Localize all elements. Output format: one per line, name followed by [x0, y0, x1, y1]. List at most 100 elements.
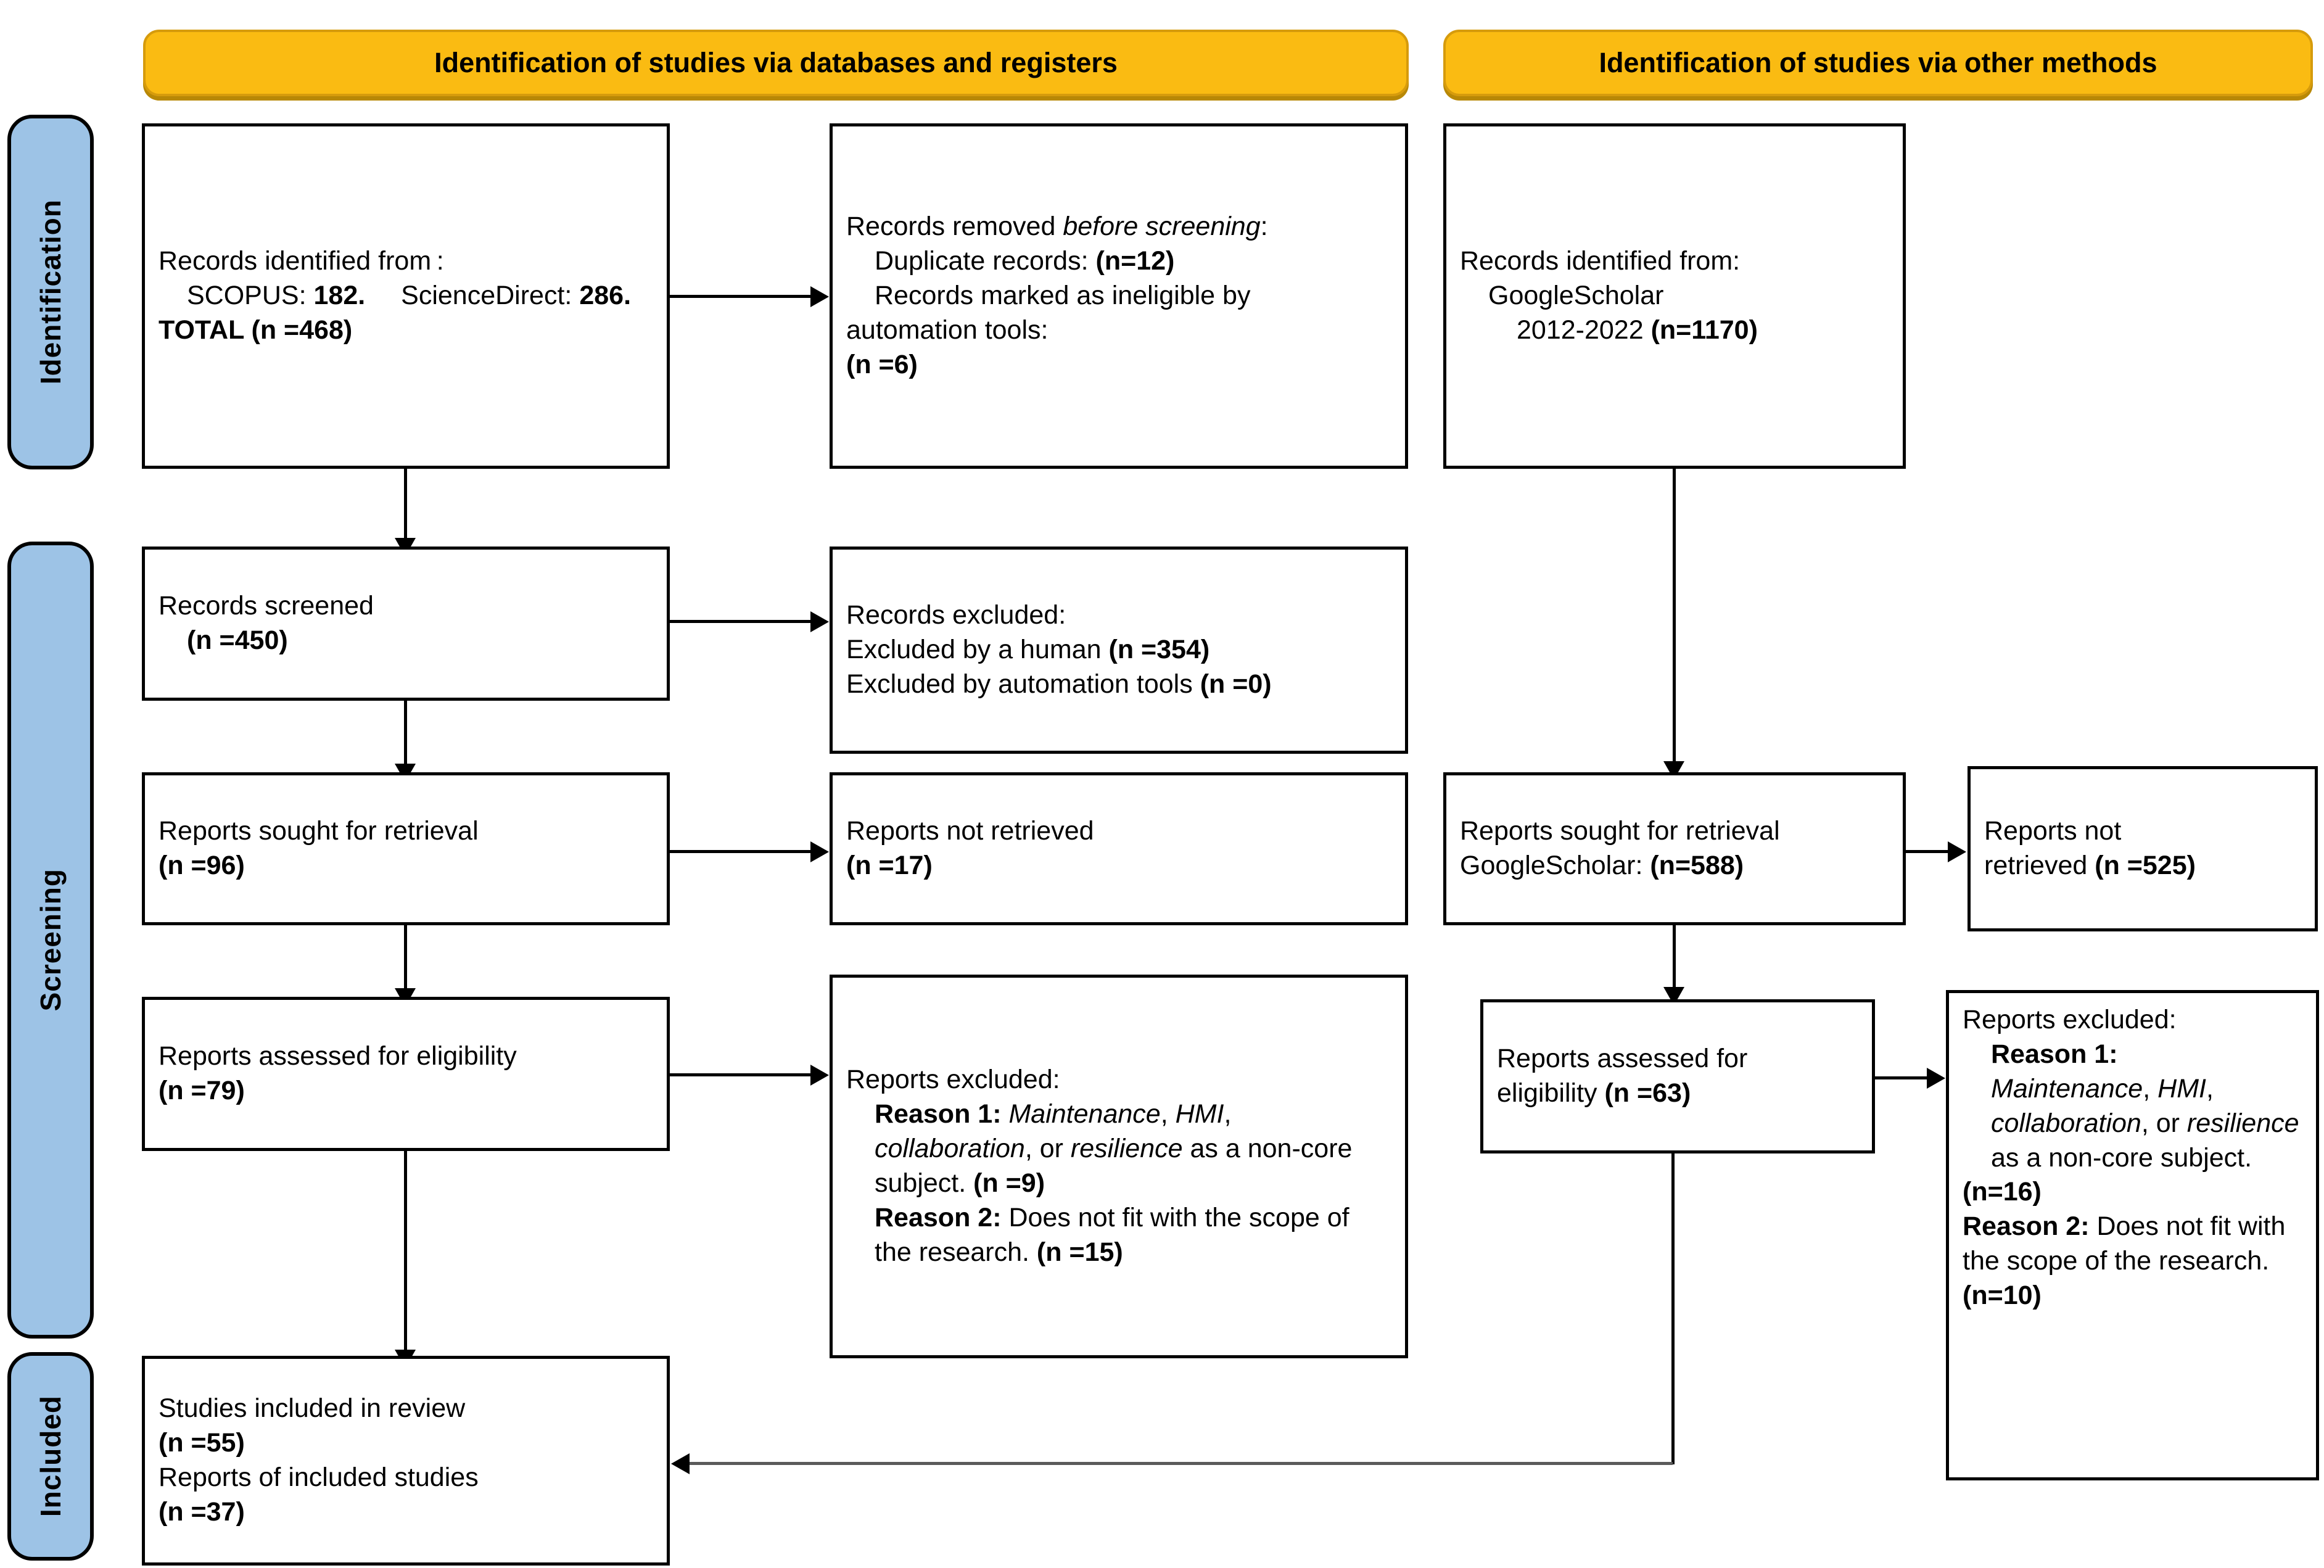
reports-excluded-gs-reason1-sep1: ,	[2143, 1073, 2158, 1104]
reports-excluded-reason1-mid: , or	[1024, 1134, 1071, 1164]
box-records-identified: Records identified from : SCOPUS: 182. S…	[142, 123, 670, 469]
records-removed-automation-value: (n =6)	[846, 349, 918, 379]
reports-excluded-gs-reason1-italic-c: collaboration	[1991, 1108, 2141, 1138]
box-reports-not-retrieved-text: Reports not retrieved (n =17)	[833, 814, 1405, 883]
records-identified-scopus-value: 182.	[313, 281, 366, 311]
box-records-identified-other: Records identified from: GoogleScholar 2…	[1443, 123, 1906, 469]
reports-assessed-label: Reports assessed for eligibility	[159, 1041, 517, 1071]
phase-bar-included: Included	[7, 1352, 94, 1561]
phase-label-identification: Identification	[35, 199, 67, 385]
studies-included-reports-label: Reports of included studies	[159, 1463, 479, 1492]
studies-included-line1: Studies included in review	[159, 1393, 466, 1424]
box-reports-not-retrieved-gs: Reports not retrieved (n =525)	[1968, 766, 2318, 931]
box-reports-not-retrieved-gs-text: Reports not retrieved (n =525)	[1971, 814, 2315, 883]
connector-assessed-gs-to-excluded-gs	[1875, 1076, 1928, 1079]
box-reports-assessed: Reports assessed for eligibility (n =79)	[142, 997, 670, 1151]
arrowhead-sought-to-not-retrieved	[810, 841, 829, 862]
box-records-screened: Records screened (n =450)	[142, 547, 670, 701]
connector-assessed-to-included	[404, 1151, 407, 1355]
connector-screened-to-excluded	[670, 620, 810, 623]
records-excluded-automation-value: (n =0)	[1200, 669, 1272, 699]
connector-sought-gs-to-assessed-gs	[1673, 925, 1676, 992]
phase-bar-screening: Screening	[7, 542, 94, 1339]
connector-assessed-gs-down	[1671, 1153, 1675, 1464]
box-studies-included-text: Studies included in review (n =55) Repor…	[145, 1392, 667, 1530]
phase-bar-identification: Identification	[7, 115, 94, 469]
connector-assessed-gs-to-included	[690, 1462, 1673, 1465]
records-screened-label: Records screened	[159, 591, 374, 621]
box-records-identified-text: Records identified from : SCOPUS: 182. S…	[145, 244, 667, 348]
records-removed-automation-line: automation tools:	[846, 315, 1049, 345]
records-removed-duplicate-label: Duplicate records:	[875, 246, 1089, 276]
reports-excluded-reason1-sep1: ,	[1160, 1099, 1176, 1129]
records-identified-other-years: 2012-2022	[1517, 315, 1644, 345]
box-records-excluded-text: Records excluded: Excluded by a human (n…	[833, 598, 1405, 702]
box-reports-sought-text: Reports sought for retrieval (n =96)	[145, 814, 667, 883]
studies-included-reports-value: (n =37)	[159, 1496, 245, 1527]
records-identified-sciencedirect-value: 286.	[579, 281, 632, 311]
reports-excluded-reason2-value: (n =15)	[1036, 1237, 1123, 1267]
header-other-methods: Identification of studies via other meth…	[1443, 30, 2313, 96]
reports-excluded-reason1-italic-b: HMI	[1175, 1099, 1224, 1129]
box-records-screened-text: Records screened (n =450)	[145, 589, 667, 658]
records-excluded-human-value: (n =354)	[1108, 635, 1210, 665]
records-screened-value: (n =450)	[187, 625, 288, 655]
arrowhead-assessed-gs-to-excluded-gs	[1927, 1068, 1945, 1089]
reports-not-retrieved-gs-line2: retrieved	[1984, 851, 2088, 880]
box-reports-excluded-gs-text: Reports excluded: Reason 1: Maintenance,…	[1949, 993, 2316, 1313]
records-excluded-automation-label: Excluded by automation tools	[846, 669, 1193, 699]
records-identified-line1: Records identified from :	[159, 246, 444, 276]
studies-included-value: (n =55)	[159, 1428, 245, 1458]
records-removed-duplicate-value: (n=12)	[1095, 246, 1175, 276]
records-excluded-line1: Records excluded:	[846, 600, 1066, 630]
arrowhead-screened-to-excluded	[810, 611, 829, 632]
connector-sought-to-assessed	[404, 925, 407, 993]
reports-excluded-gs-reason1-tail: as a non-core subject.	[1991, 1142, 2252, 1173]
reports-excluded-gs-reason2-value: (n=10)	[1963, 1281, 2042, 1311]
header-databases-registers: Identification of studies via databases …	[143, 30, 1409, 96]
reports-excluded-gs-reason2-label: Reason 2:	[1963, 1211, 2090, 1242]
records-excluded-human-label: Excluded by a human	[846, 635, 1102, 665]
connector-identified-to-screened	[404, 469, 407, 543]
reports-excluded-reason2-label: Reason 2:	[875, 1202, 1002, 1232]
reports-excluded-reason1-italic-d: resilience	[1070, 1134, 1183, 1164]
reports-excluded-reason1-label: Reason 1:	[875, 1099, 1002, 1129]
reports-not-retrieved-label: Reports not retrieved	[846, 816, 1094, 846]
reports-excluded-gs-reason1-italic-a: Maintenance	[1991, 1073, 2143, 1104]
phase-label-screening: Screening	[35, 869, 67, 1012]
reports-sought-value: (n =96)	[159, 851, 245, 880]
box-reports-assessed-text: Reports assessed for eligibility (n =79)	[145, 1039, 667, 1108]
box-reports-excluded: Reports excluded: Reason 1: Maintenance,…	[830, 975, 1408, 1358]
records-identified-other-value: (n=1170)	[1650, 315, 1758, 345]
reports-excluded-gs-line1: Reports excluded:	[1963, 1005, 2177, 1034]
reports-excluded-gs-reason1-sep2: ,	[2206, 1073, 2214, 1104]
reports-excluded-line1: Reports excluded:	[846, 1065, 1060, 1095]
reports-excluded-reason2-text: Does not fit with the scope of the resea…	[875, 1202, 1349, 1267]
box-reports-assessed-gs-text: Reports assessed for eligibility (n =63)	[1483, 1042, 1872, 1111]
reports-excluded-reason1-sep2: ,	[1224, 1099, 1232, 1129]
reports-sought-gs-value: (n=588)	[1650, 851, 1744, 880]
reports-assessed-value: (n =79)	[159, 1076, 245, 1105]
box-records-removed-text: Records removed before screening: Duplic…	[833, 210, 1405, 382]
phase-label-included: Included	[35, 1395, 67, 1517]
box-records-excluded: Records excluded: Excluded by a human (n…	[830, 547, 1408, 754]
reports-not-retrieved-gs-value: (n =525)	[2095, 851, 2196, 880]
box-records-removed: Records removed before screening: Duplic…	[830, 123, 1408, 469]
arrowhead-sought-gs-to-not-retrieved-gs	[1948, 841, 1966, 862]
box-reports-sought: Reports sought for retrieval (n =96)	[142, 772, 670, 925]
box-reports-excluded-text: Reports excluded: Reason 1: Maintenance,…	[833, 1063, 1405, 1269]
connector-sought-to-not-retrieved	[670, 850, 810, 853]
box-reports-sought-gs-text: Reports sought for retrieval GoogleSchol…	[1446, 814, 1903, 883]
reports-excluded-gs-reason1-italic-b: HMI	[2157, 1073, 2206, 1104]
reports-assessed-gs-line1: Reports assessed for	[1497, 1044, 1748, 1074]
reports-excluded-reason1-italic-a: Maintenance	[1008, 1099, 1161, 1129]
box-reports-not-retrieved: Reports not retrieved (n =17)	[830, 772, 1408, 925]
records-removed-line1-a: Records removed	[846, 212, 1063, 242]
box-records-identified-other-text: Records identified from: GoogleScholar 2…	[1446, 244, 1903, 348]
reports-excluded-reason1-italic-c: collaboration	[875, 1134, 1025, 1164]
connector-other-to-sought-gs	[1673, 469, 1676, 766]
connector-assessed-to-excluded	[670, 1073, 810, 1076]
arrowhead-assessed-to-excluded	[810, 1065, 829, 1086]
reports-excluded-gs-reason2-text: Does not fit with the scope of the resea…	[1963, 1211, 2286, 1276]
